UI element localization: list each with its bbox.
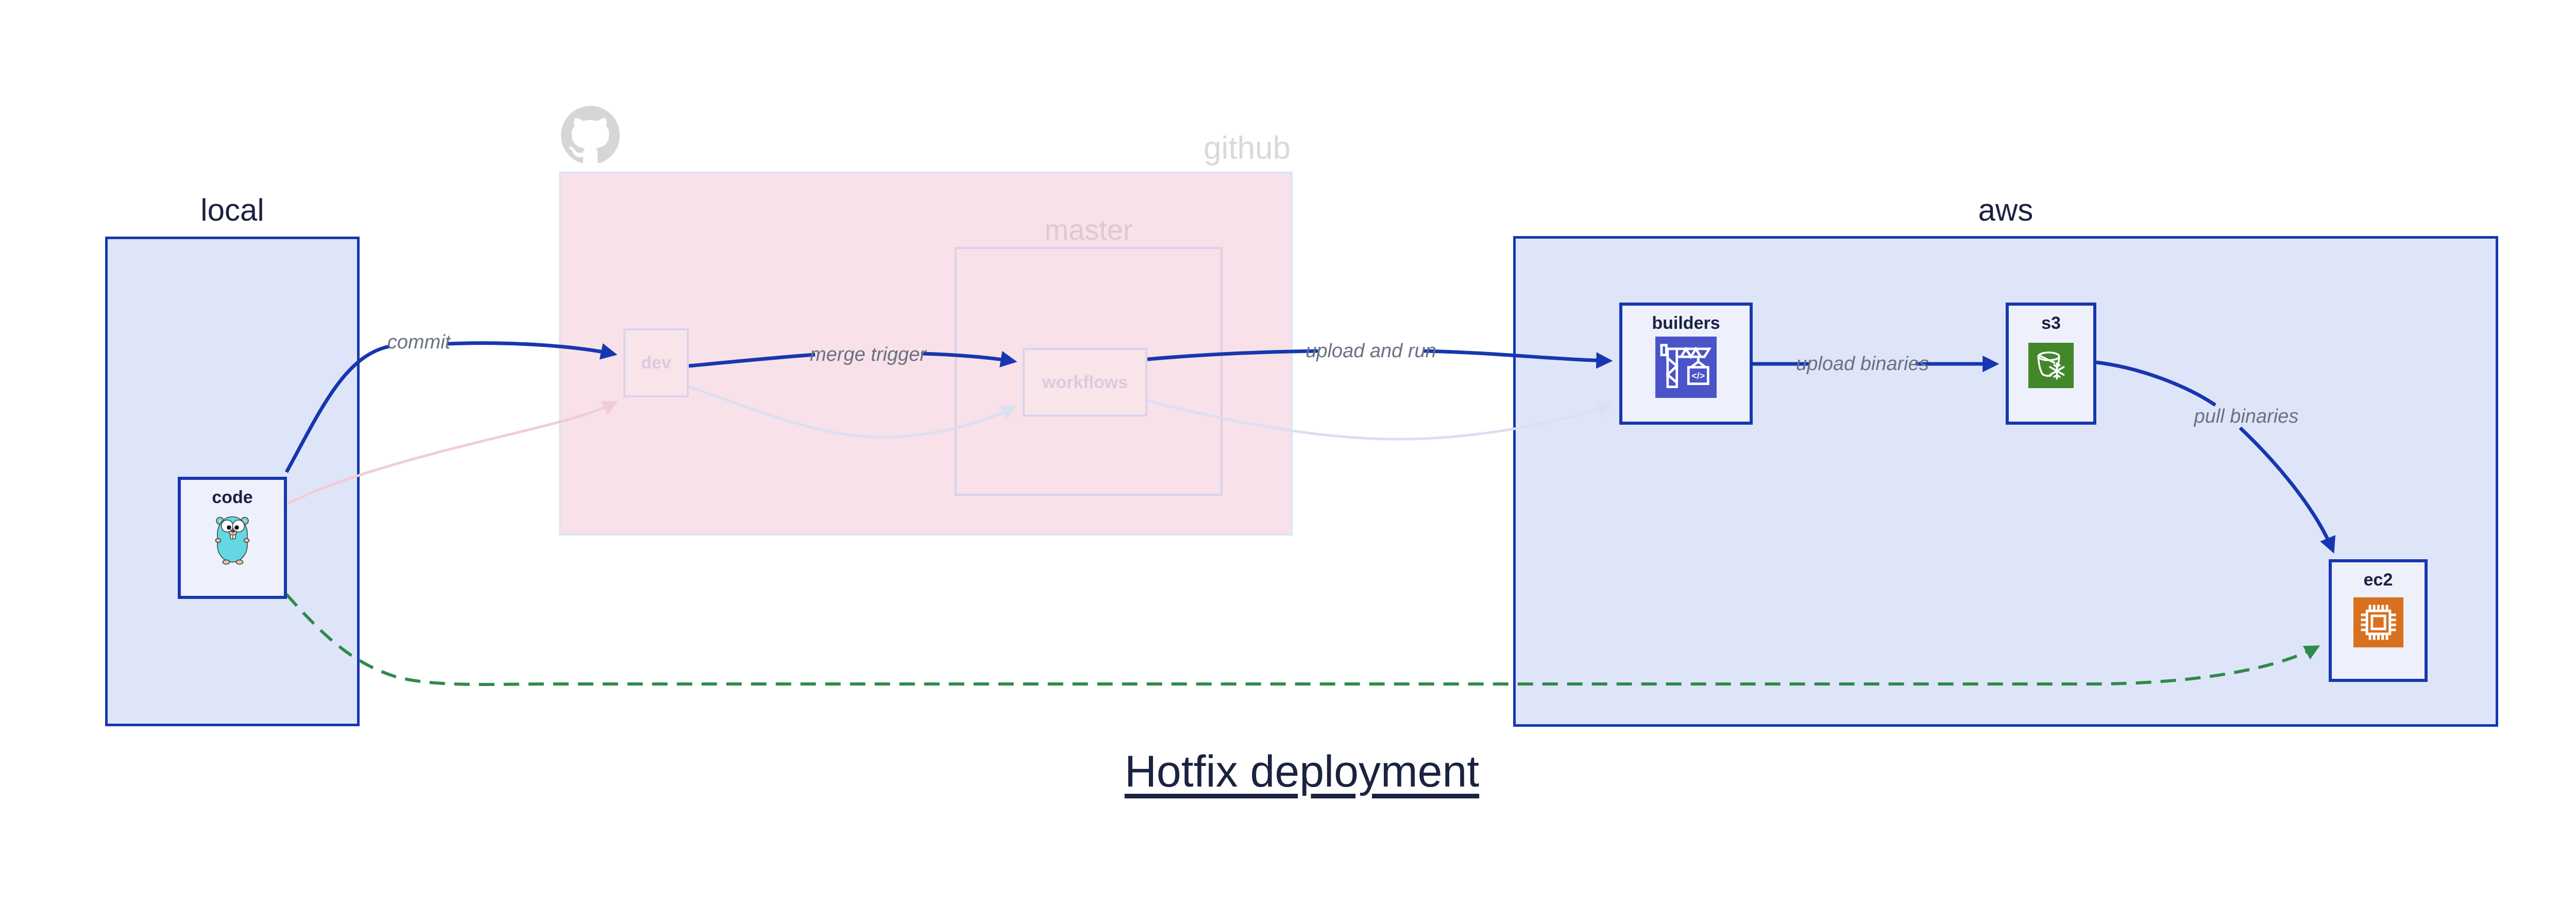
edge-merge-trigger-line-b — [921, 350, 1018, 368]
master-group-box — [955, 247, 1223, 496]
edge-label-merge-trigger: merge trigger — [810, 344, 926, 365]
edge-code-dev-faded-line — [286, 401, 618, 506]
node-builders: builders </> — [1619, 303, 1753, 425]
codebuild-code-glyph: </> — [1691, 371, 1705, 381]
edge-hotfix-dashed-line — [285, 593, 2320, 686]
edge-commit-line-a — [284, 344, 390, 473]
node-dev-label: dev — [641, 353, 671, 373]
edge-upload-and-run-line-a — [1147, 349, 1318, 361]
node-dev: dev — [623, 328, 689, 397]
edge-label-commit: commit — [387, 331, 451, 353]
edge-upload-and-run-line-b — [1423, 349, 1613, 369]
edge-label-upload-binaries: upload binaries — [1796, 353, 1929, 375]
edge-dev-workflows-faded-line — [688, 385, 1017, 439]
node-workflows-label: workflows — [1042, 372, 1128, 392]
edge-label-pull-binaries: pull binaries — [2194, 406, 2299, 427]
github-group-label: github — [1204, 130, 1291, 166]
diagram-title: Hotfix deployment — [1124, 747, 1480, 796]
master-group-label: master — [1044, 213, 1133, 246]
edge-merge-trigger-line-a — [688, 353, 816, 368]
edge-commit-line-b — [447, 341, 618, 360]
github-octocat-icon — [561, 106, 620, 163]
edge-workflows-builders-faded-line — [1147, 399, 1613, 441]
node-ec2: ec2 — [2329, 559, 2428, 682]
aws-codebuild-icon: </> — [1655, 337, 1717, 398]
node-code: code — [178, 477, 287, 599]
node-ec2-label: ec2 — [2363, 570, 2393, 590]
aws-s3-glacier-icon — [2028, 343, 2074, 388]
node-code-label: code — [212, 488, 253, 507]
aws-ec2-icon — [2353, 597, 2403, 647]
go-gopher-icon — [215, 516, 250, 565]
aws-group-label: aws — [1978, 193, 2033, 227]
node-builders-label: builders — [1652, 313, 1720, 333]
edge-pull-binaries-line-a — [2096, 360, 2216, 407]
node-s3: s3 — [2006, 303, 2096, 425]
local-group-label: local — [200, 193, 264, 227]
edge-pull-binaries-line-b — [2239, 426, 2336, 554]
node-s3-label: s3 — [2041, 313, 2061, 333]
edge-label-upload-and-run: upload and run — [1306, 340, 1436, 362]
node-workflows: workflows — [1023, 348, 1147, 416]
